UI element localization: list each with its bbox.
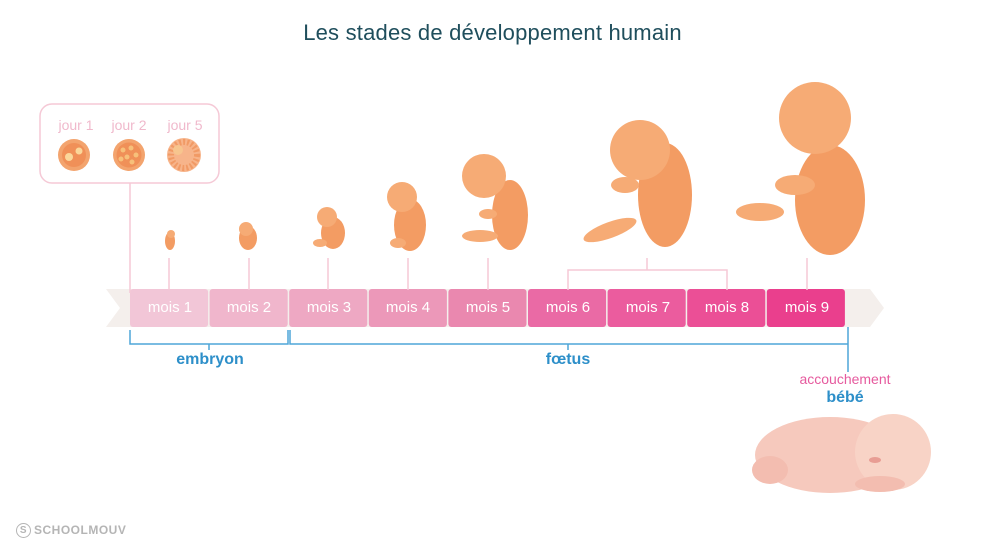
cell-jour-2-icon (113, 139, 145, 171)
mois-6-label: mois 6 (545, 299, 591, 316)
fetus-mois-3-icon (313, 207, 345, 249)
cell-jour-1-icon (58, 139, 90, 171)
baby-icon (752, 414, 931, 493)
fetus-connectors (168, 258, 808, 290)
mois-9-label: mois 9 (784, 299, 830, 316)
jour-1-label: jour 1 (58, 117, 94, 133)
mois-segment-3 (289, 289, 368, 327)
fetus-mois-9-icon (736, 82, 865, 255)
jour-2-label: jour 2 (111, 117, 147, 133)
mois-4-label: mois 4 (385, 299, 431, 316)
mois-segment-7 (607, 289, 686, 327)
diagram-title: Les stades de développement humain (303, 20, 682, 45)
mois-7-label: mois 7 (625, 299, 671, 316)
foetus-label: fœtus (545, 351, 591, 368)
mois-segment-1 (130, 289, 209, 327)
mois-segment-8 (687, 289, 766, 327)
cell-jour-5-icon (167, 138, 201, 172)
mois-5-label: mois 5 (465, 299, 511, 316)
fetus-mois-4-icon (387, 182, 426, 251)
mois-3-label: mois 3 (306, 299, 352, 316)
mois-segment-6 (528, 289, 607, 327)
jour-5-label: jour 5 (167, 117, 203, 133)
fetus-mois-2-icon (239, 222, 257, 250)
mois-segment-2 (209, 289, 288, 327)
mois-8-label: mois 8 (704, 299, 750, 316)
accouchement-label: accouchement (799, 371, 891, 387)
copyright-icon: S (16, 523, 31, 539)
mois-1-label: mois 1 (147, 299, 193, 316)
mois-segment-9 (766, 289, 845, 327)
foetus-bracket (289, 330, 848, 345)
mois-2-label: mois 2 (226, 299, 272, 316)
mois-segment-5 (448, 289, 527, 327)
bebe-label: bébé (826, 389, 864, 406)
fetus-mois-6-7-8-icon (583, 120, 692, 247)
timeline-segments (130, 289, 845, 327)
fetus-mois-1-icon (165, 230, 175, 250)
fetus-mois-5-icon (462, 154, 528, 250)
mois-segment-4 (368, 289, 447, 327)
embryon-bracket (129, 330, 289, 345)
brand-name: SCHOOLMOUV (34, 523, 127, 537)
embryon-label: embryon (176, 351, 244, 368)
